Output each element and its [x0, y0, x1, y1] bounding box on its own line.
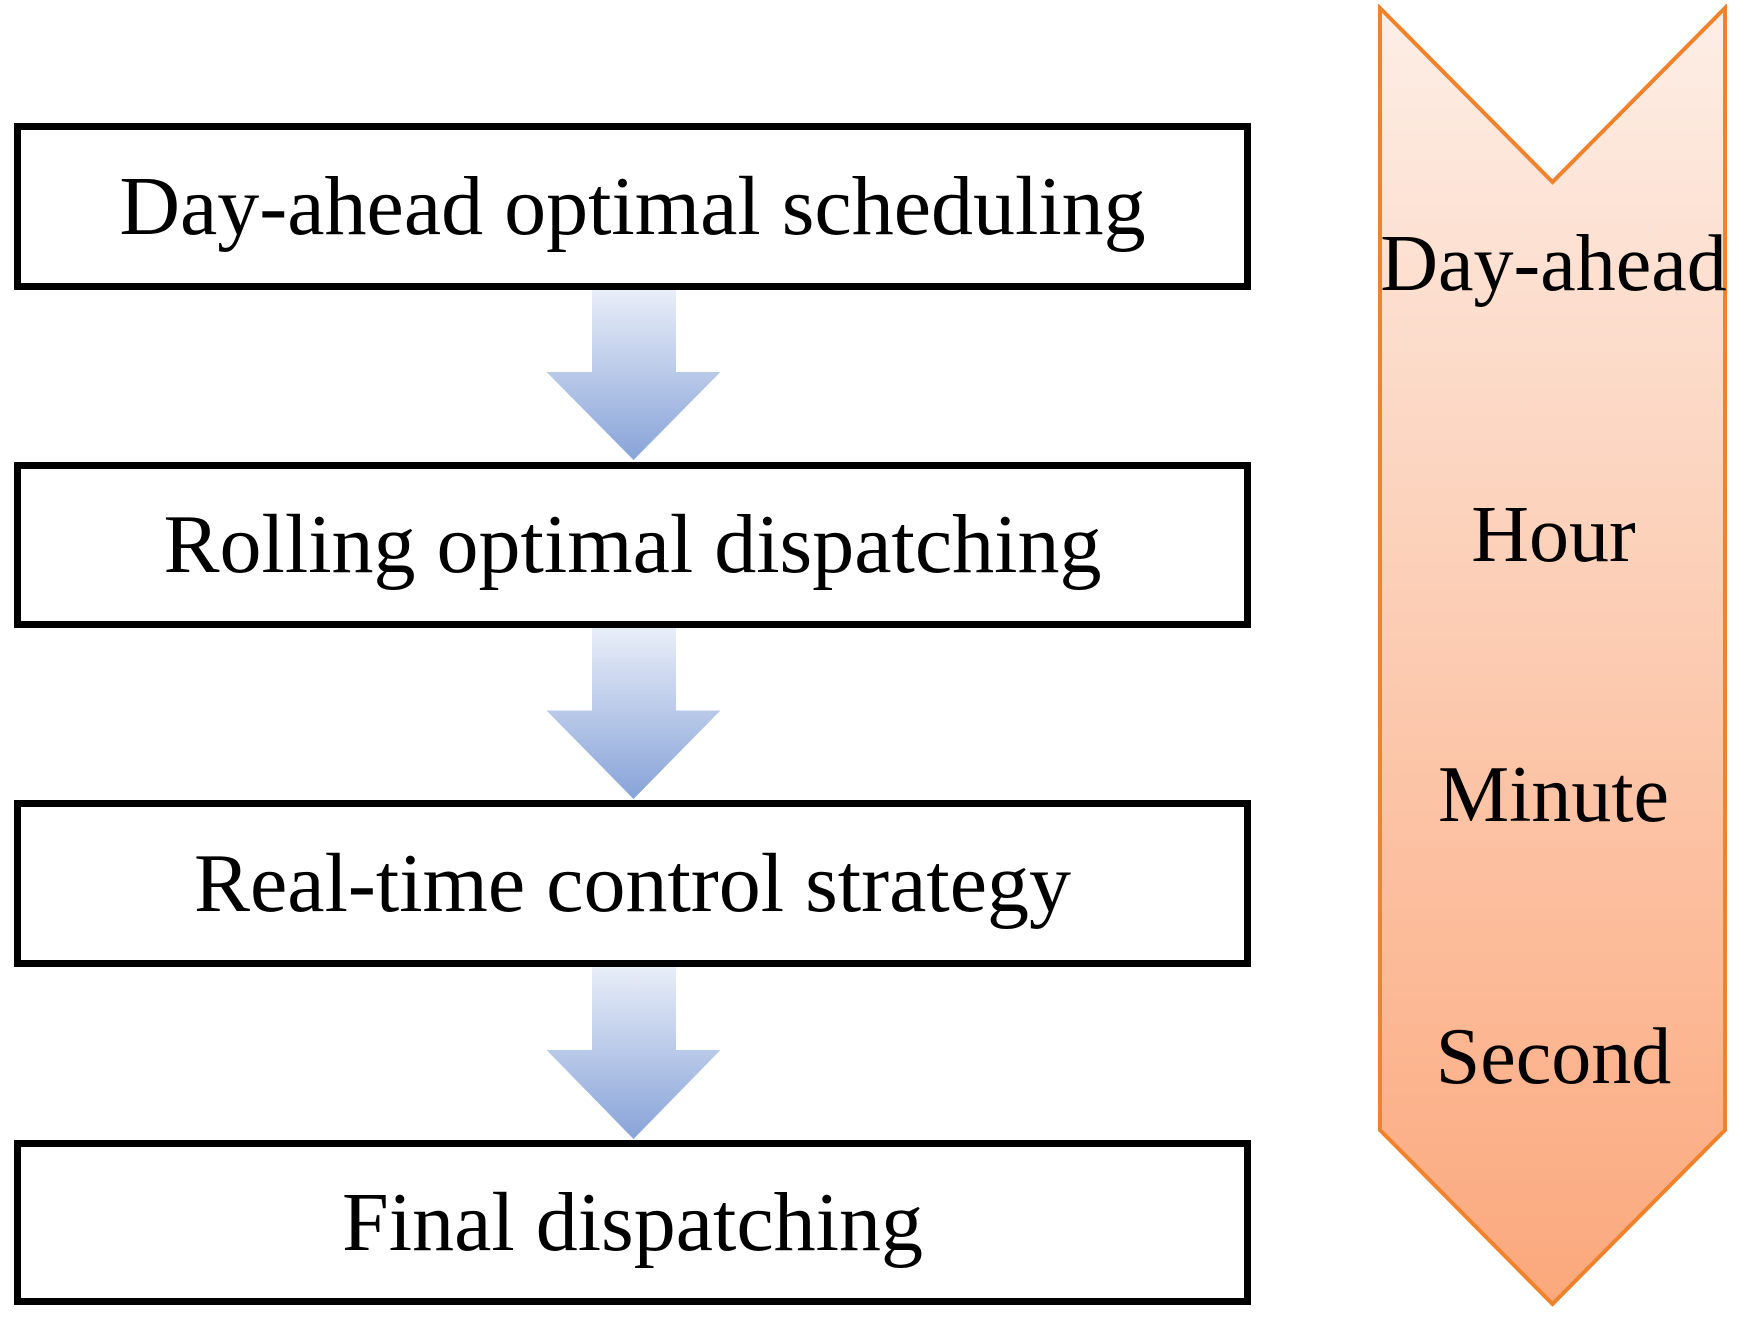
timeline-chevron-arrow: [1378, 4, 1727, 1307]
timeline-label-minute: Minute: [1437, 751, 1670, 839]
down-arrow-icon: [546, 626, 721, 799]
flow-box-label: Real-time control strategy: [193, 836, 1072, 930]
flow-box-real-time-control: Real-time control strategy: [14, 800, 1251, 967]
timeline-label-hour: Hour: [1471, 491, 1636, 579]
flow-box-rolling-dispatching: Rolling optimal dispatching: [14, 462, 1251, 628]
timeline-label-second: Second: [1435, 1013, 1672, 1101]
down-arrow-icon: [546, 288, 721, 460]
timeline-label-day-ahead: Day-ahead: [1380, 220, 1727, 308]
flow-box-label: Day-ahead optimal scheduling: [119, 159, 1146, 253]
flow-box-final-dispatching: Final dispatching: [14, 1140, 1251, 1305]
down-arrow-icon: [546, 965, 721, 1139]
flow-box-label: Final dispatching: [342, 1175, 923, 1269]
flow-box-day-ahead-scheduling: Day-ahead optimal scheduling: [14, 123, 1251, 290]
flow-box-label: Rolling optimal dispatching: [163, 498, 1102, 591]
